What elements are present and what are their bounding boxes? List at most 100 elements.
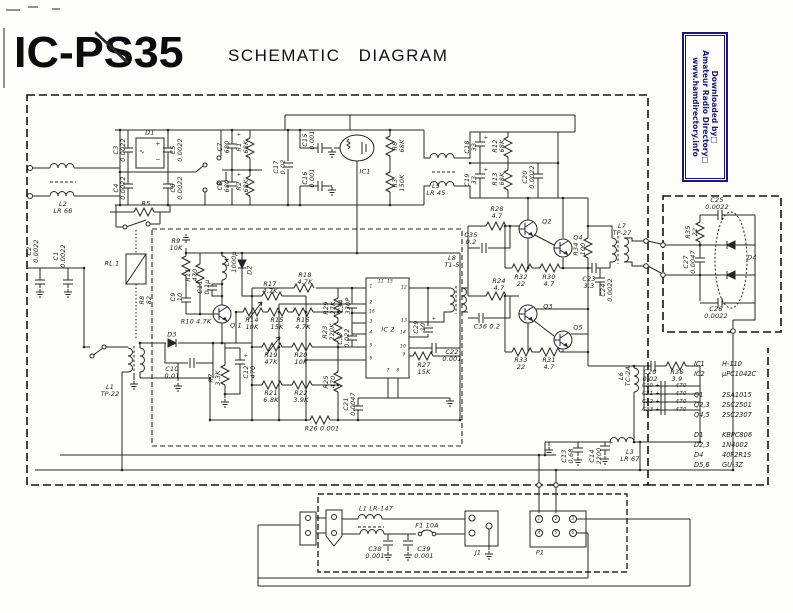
component-label: C38 0.001 — [365, 544, 385, 560]
component-label: C19 33 — [462, 173, 478, 187]
component-label: C22 0.001 — [442, 347, 462, 363]
component-label: C33 + — [642, 406, 660, 413]
component-label: C5 0.0022 — [168, 138, 184, 162]
component-label: D3 — [167, 330, 177, 339]
component-label: R29 27K — [321, 301, 337, 315]
component-label: R7 3.3K — [206, 370, 222, 386]
component-label: C37 0.022 — [335, 328, 351, 348]
component-label: Q4 — [573, 233, 583, 242]
component-label: 2 — [554, 515, 558, 521]
component-label: R28 4.7 — [490, 204, 504, 220]
component-label: R31 4.7 — [542, 355, 556, 371]
component-label: 8 — [396, 368, 400, 374]
component-label: C1 0.0022 — [51, 244, 67, 268]
component-label: C18 33 — [462, 140, 478, 154]
component-label: C4 0.0022 — [111, 176, 127, 200]
component-label: C11 0.1μ — [195, 279, 211, 295]
component-label: D1 — [145, 128, 155, 137]
component-label: L8 T1-5 — [444, 253, 460, 269]
component-label: R27 15K — [417, 360, 431, 376]
component-label: C10 0.01 — [164, 364, 180, 380]
component-label: C6 0.0022 — [168, 176, 184, 200]
component-label: R23 220K — [320, 323, 336, 341]
component-label: 16 — [369, 309, 375, 315]
component-label: C26 0.0022 — [704, 304, 728, 320]
component-label: R32 22 — [514, 272, 528, 288]
component-label: C13 0.68 — [559, 448, 575, 464]
component-label: C24 0.0022 — [598, 278, 614, 302]
component-label: + — [243, 353, 249, 360]
component-label: R10 4.7K — [180, 317, 212, 326]
component-label: Q5 — [573, 323, 583, 332]
component-label: R20 10K — [294, 350, 308, 366]
component-label: ∿ — [139, 148, 145, 156]
component-label: R35 22 — [683, 225, 699, 239]
component-label: C27 0.0047 — [681, 250, 697, 274]
component-label: C3 0.0022 — [111, 138, 127, 162]
page-subtitle: SCHEMATIC DIAGRAM — [228, 46, 449, 65]
component-label: 4 — [369, 330, 373, 336]
component-label: C15 0.001 — [300, 130, 316, 150]
component-label: C32 + — [642, 398, 660, 405]
component-label: R21 6.8K — [263, 388, 279, 404]
component-label: R24 4.7 — [492, 276, 506, 292]
component-label: L7 TP-27 — [612, 221, 632, 237]
component-label: R15 15K — [270, 315, 284, 331]
component-label: IC 2 — [381, 325, 395, 334]
component-label: R3 150K — [390, 174, 406, 192]
component-label: C20 0.0022 — [520, 165, 536, 189]
component-label: L1 LR-147 — [359, 504, 393, 513]
component-label: + — [236, 172, 242, 179]
component-label: C17 0.02 — [271, 159, 287, 175]
component-label: 3 — [369, 319, 373, 325]
component-label: C23 3.3 — [582, 274, 596, 290]
component-label: R16 4.7K — [295, 315, 311, 331]
component-label: IC1 — [359, 167, 371, 176]
component-label: D4 — [747, 253, 757, 262]
component-label: R18 4.7K — [297, 270, 313, 286]
component-label: P1 — [535, 548, 545, 557]
component-label: 7 — [386, 368, 390, 374]
component-label: C2 0.0022 — [24, 239, 40, 263]
component-label: R34 100 — [571, 242, 587, 256]
component-label: Q.1 — [230, 321, 242, 330]
component-label: Q2 — [542, 217, 552, 226]
component-label: + — [483, 135, 489, 142]
component-label: L2 LR 66 — [53, 199, 73, 215]
component-label: 470 — [675, 406, 687, 413]
component-label: C34 330P — [336, 297, 352, 315]
component-label: 6 — [571, 529, 575, 535]
component-label: RL.1 — [104, 259, 120, 268]
component-label: 2 — [369, 300, 373, 306]
component-label: R5 — [141, 199, 151, 208]
component-label: C21 0.0047 — [341, 392, 357, 416]
component-label: 11 — [378, 279, 384, 285]
component-label: C35 0.2 — [464, 230, 478, 246]
component-label: 5 — [554, 529, 558, 535]
component-label: C30 + — [642, 382, 660, 389]
component-label: D2 — [245, 265, 254, 275]
component-label: 15 — [387, 279, 393, 285]
component-label: C29 10 — [411, 320, 427, 334]
component-label: + — [431, 316, 437, 323]
watermark-box: Downloaded by□ Amateur Radio Directory□ … — [682, 32, 728, 182]
component-label: + — [608, 440, 614, 447]
component-label: R19 47K — [264, 350, 278, 366]
component-label: C28 0.02 — [642, 367, 658, 383]
component-label: C7 680 — [215, 140, 231, 154]
watermark-line: Amateur Radio Directory□ — [700, 50, 710, 164]
component-label: L3 LR 67 — [620, 447, 640, 463]
component-label: F1 10A — [415, 521, 439, 530]
component-label: C8 680 — [215, 179, 231, 193]
component-label: C31 + — [642, 390, 660, 397]
component-label: + — [236, 132, 242, 139]
